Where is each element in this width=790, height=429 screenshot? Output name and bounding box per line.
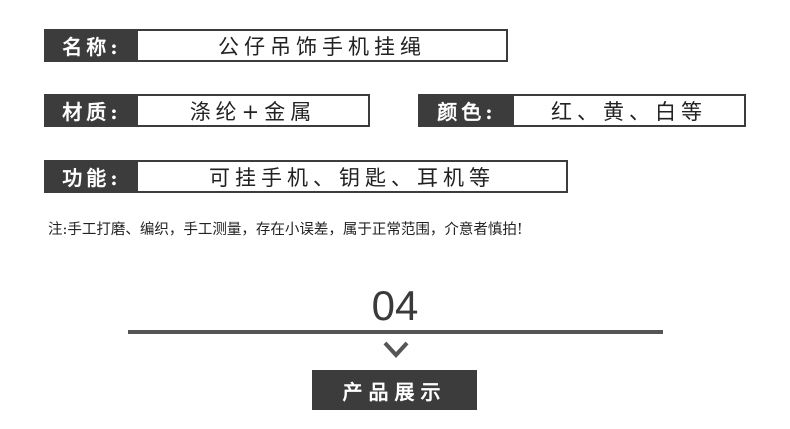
spec-label: 功能: <box>46 162 138 191</box>
spec-value: 公仔吊饰手机挂绳 <box>138 31 506 60</box>
section-number: 04 <box>371 282 419 329</box>
spec-row-material: 材质: 涤纶+金属 <box>44 94 370 127</box>
spec-value: 涤纶+金属 <box>138 96 368 125</box>
spec-label: 颜色: <box>420 96 514 125</box>
spec-value: 可挂手机、钥匙、耳机等 <box>138 162 566 191</box>
spec-label: 材质: <box>46 96 138 125</box>
spec-label: 名称: <box>46 31 138 60</box>
spec-value: 红、黄、白等 <box>514 96 744 125</box>
spec-row-function: 功能: 可挂手机、钥匙、耳机等 <box>44 160 568 193</box>
section-divider <box>128 330 663 334</box>
spec-row-name: 名称: 公仔吊饰手机挂绳 <box>44 29 508 62</box>
chevron-down-icon <box>383 341 409 358</box>
spec-row-color: 颜色: 红、黄、白等 <box>418 94 746 127</box>
section-title: 产品展示 <box>312 370 477 410</box>
disclaimer-note: 注:手工打磨、编织，手工测量，存在小误差，属于正常范围，介意者慎拍! <box>48 222 523 238</box>
